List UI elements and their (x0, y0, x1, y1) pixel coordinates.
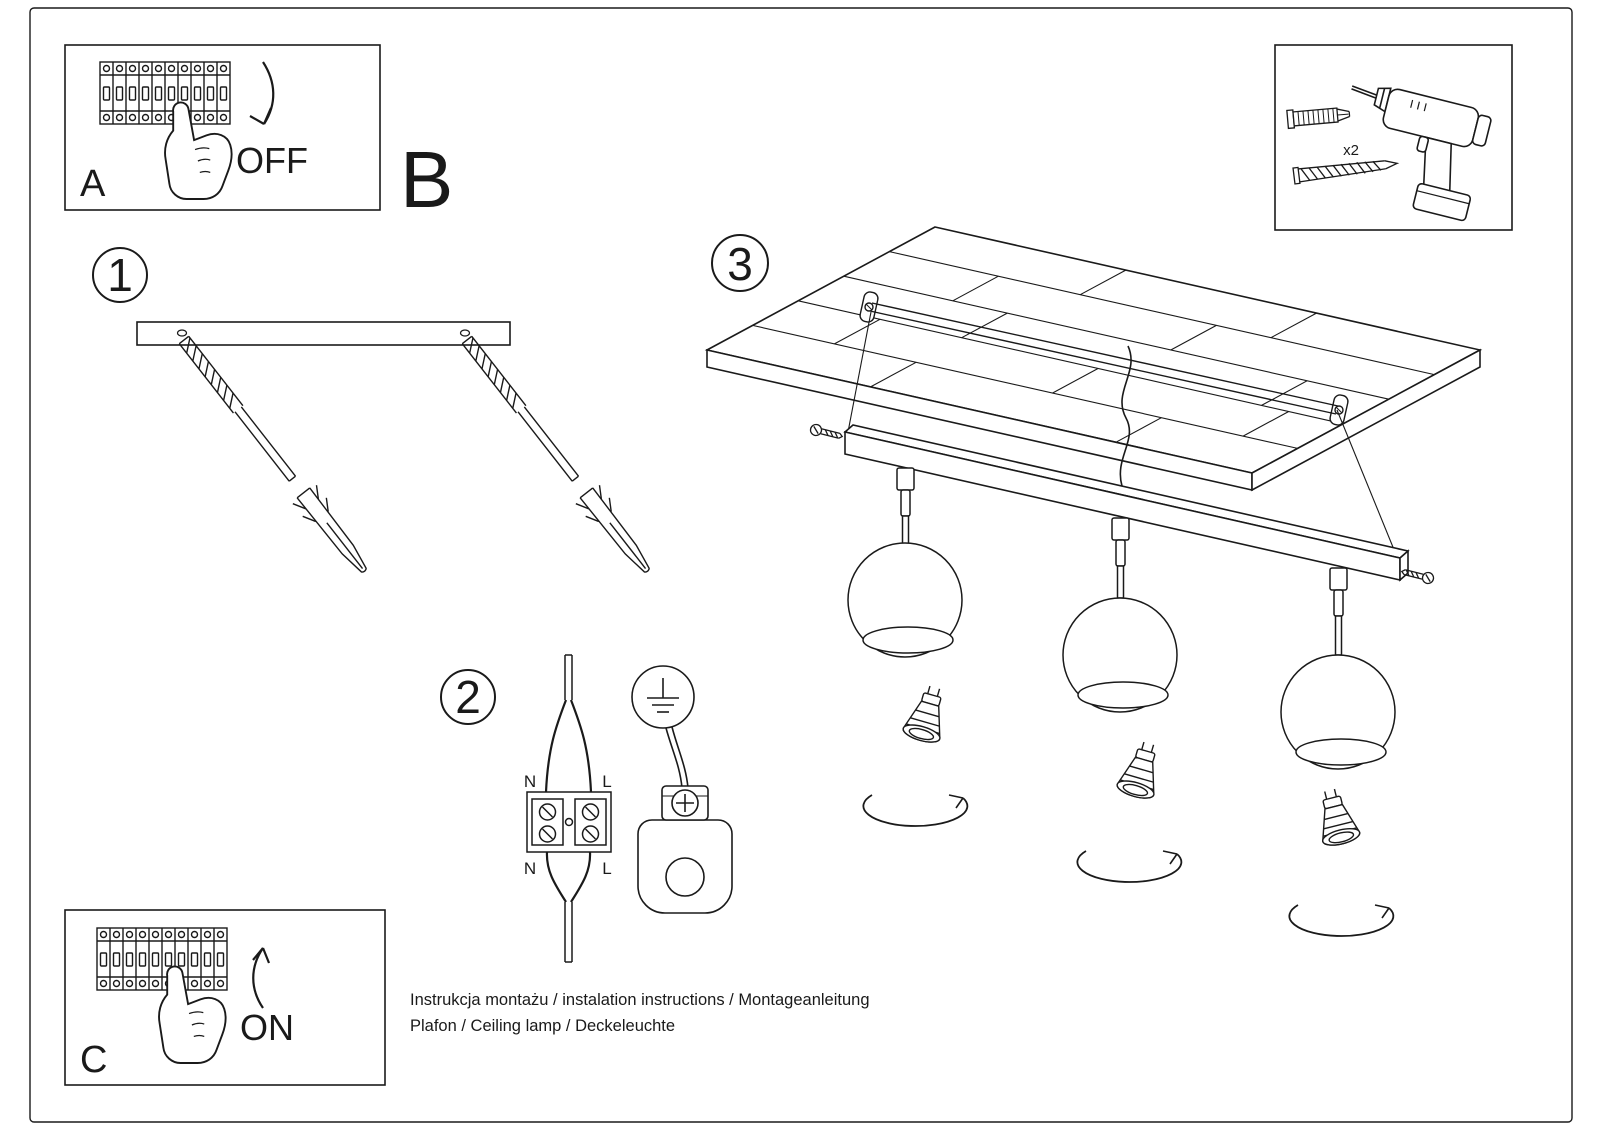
terminal-n-bottom: N (524, 859, 536, 878)
hardware-box: x2 (1274, 44, 1513, 231)
bulb-gu10-1 (900, 681, 954, 747)
step-3-badge (711, 234, 769, 292)
bulb-gu10-2 (1114, 737, 1168, 803)
ground-terminal-icon (637, 785, 733, 914)
rotation-arrow-1 (862, 794, 969, 827)
rotation-arrow-3 (1288, 904, 1395, 937)
footer-line-2: Plafon / Ceiling lamp / Deckeleuchte (410, 1017, 675, 1035)
bulb-gu10-3 (1310, 785, 1363, 849)
arrow-down-icon (249, 61, 275, 125)
lamp-bar (843, 424, 1410, 582)
page-border (29, 7, 1573, 1123)
breaker-panel-icon (96, 927, 228, 991)
step-1-badge (92, 247, 148, 303)
anchor-screw-left (171, 330, 378, 582)
box-a-label: A (80, 163, 106, 205)
terminal-n-top: N (524, 772, 536, 791)
bar-hole-left (176, 329, 188, 337)
drill-icon (1351, 85, 1492, 222)
step-2-number: 2 (455, 671, 481, 723)
spotlight-2 (1062, 517, 1178, 713)
arrow-up-icon (252, 947, 271, 1009)
bar-end-screw-left (808, 422, 845, 443)
box-c-label: C (80, 1039, 107, 1081)
screw-icon (1292, 160, 1400, 185)
step-3-section: 3 (704, 226, 1483, 937)
hanger-line-right (1336, 409, 1398, 558)
ground-symbol-icon (631, 665, 695, 789)
off-label: OFF (236, 140, 308, 181)
ceiling-panel (704, 226, 1483, 492)
bar-hole-right (459, 329, 471, 337)
plug-count-label: x2 (1343, 142, 1359, 159)
wall-plug-icon (1286, 107, 1351, 130)
power-off-box: A OFF (64, 44, 381, 211)
breaker-panel-icon (99, 61, 231, 125)
hanger-line-left (847, 311, 872, 433)
section-b-label: B (400, 135, 453, 224)
step-1-section: 1 (92, 247, 661, 582)
terminal-l-top: L (602, 772, 611, 791)
terminal-block-diagram (526, 654, 612, 963)
step-3-number: 3 (727, 238, 753, 290)
mounting-bar (136, 321, 511, 346)
power-on-box: C ON (64, 909, 386, 1086)
terminal-l-bottom: L (602, 859, 611, 878)
rotation-arrow-2 (1076, 850, 1183, 883)
step-1-number: 1 (107, 249, 133, 301)
spotlight-3 (1280, 567, 1396, 770)
step-2-section: 2 N L N L (440, 654, 733, 963)
step-2-badge (440, 669, 496, 725)
ceiling-mounting-strip (859, 291, 1349, 426)
on-label: ON (240, 1007, 294, 1048)
spotlight-1 (847, 467, 963, 658)
power-wire (1119, 345, 1132, 487)
anchor-screw-right (454, 330, 661, 582)
footer-line-1: Instrukcja montażu / instalation instruc… (410, 991, 870, 1009)
